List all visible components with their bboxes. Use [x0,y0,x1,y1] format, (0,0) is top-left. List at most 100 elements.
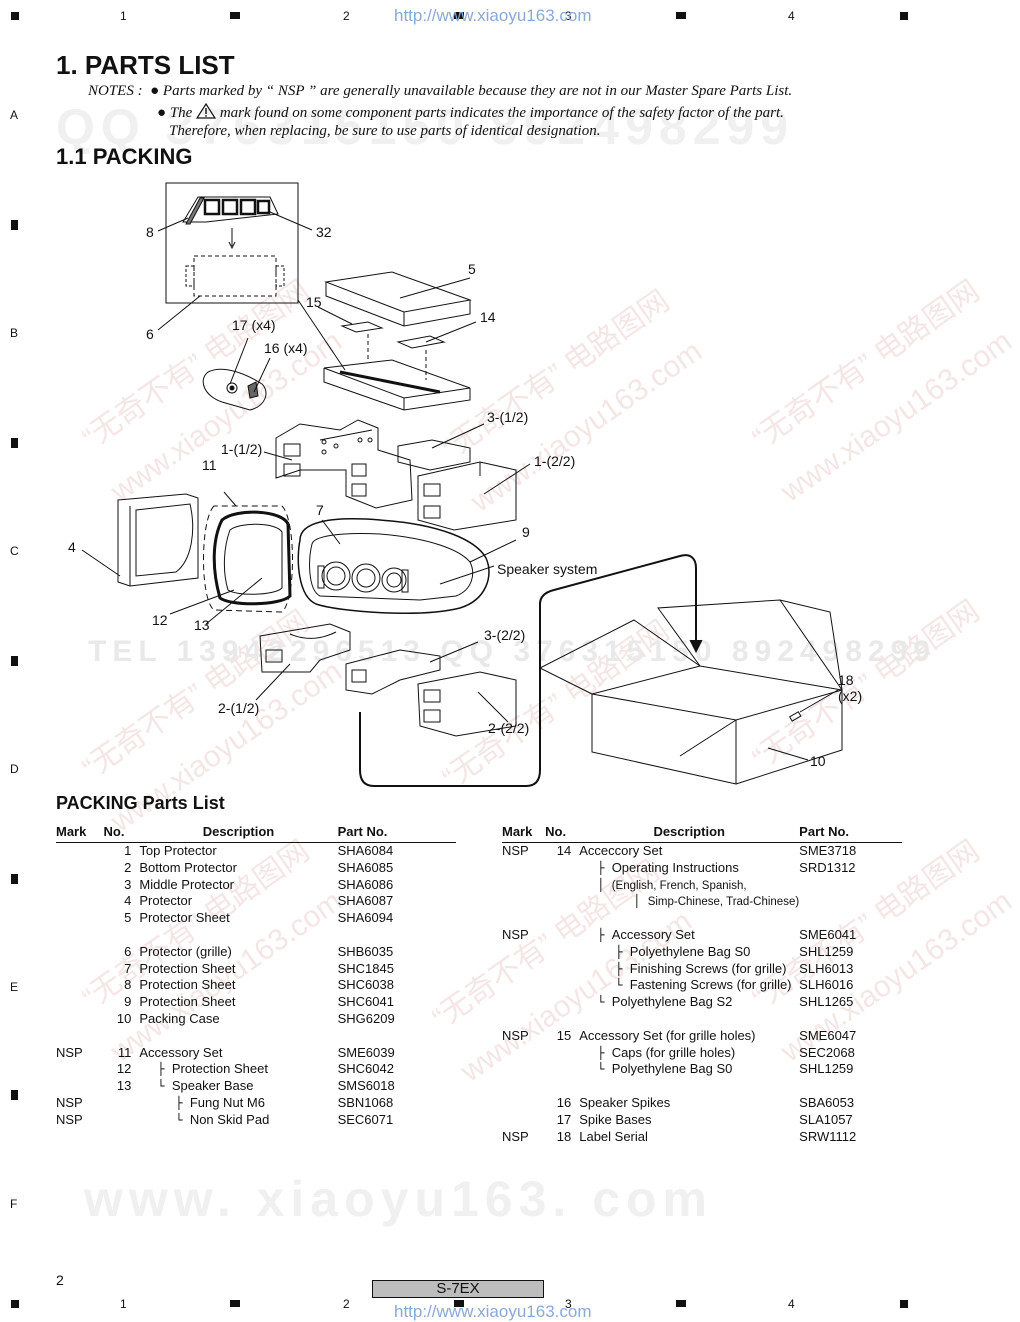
cell-part: SHL1265 [799,994,902,1011]
cell-desc: │ Simp-Chinese, Trad-Chinese) [579,893,799,910]
cell-no: 15 [545,1028,579,1045]
cell-text: SME6047 [799,1027,857,1043]
cell-mark [502,893,545,910]
column-number: 1 [120,1297,127,1311]
cell-part: SHB6035 [338,944,456,961]
cell-desc: Packing Case [139,1011,337,1028]
cell-no: 2 [104,860,140,877]
watermark-qq: QQ 376315150 892498299 [56,99,795,155]
cell-desc: Protector [139,893,337,910]
cell-desc: Top Protector [139,843,337,860]
cell-text: Protection Sheet [139,994,236,1010]
cell-desc: Middle Protector [139,877,337,894]
cell-mark [502,910,545,927]
row-letter: D [10,762,19,776]
registration-mark [11,12,19,20]
cell-mark [56,961,104,978]
cell-text: 5 [124,910,132,926]
cell-text: Accessory Set [611,926,695,942]
cell-desc: └ Speaker Base [139,1078,337,1095]
registration-mark [454,12,464,19]
protector-grille-6 [193,255,277,297]
watermark-bottom: www. xiaoyu163. com [84,1171,714,1227]
cell-mark [502,1112,545,1129]
cell-text: Operating Instructions [611,859,739,875]
column-number: 3 [565,9,572,23]
cell-no [545,977,579,994]
col-mark: Mark [502,822,546,843]
col-mark: Mark [56,822,104,843]
cell-desc: ├ Polyethylene Bag S0 [579,944,799,961]
label-17: 17 (x4) [232,317,276,333]
cell-text: NSP [502,843,529,858]
tree-branch-glyph: ├ [157,1062,172,1077]
label-12: 12 [152,612,168,628]
cell-desc: └ Polyethylene Bag S2 [579,994,799,1011]
label-5: 5 [468,261,476,277]
label-6: 6 [146,326,154,342]
packing-diagram [81,182,843,787]
note-line-3: Therefore, when replacing, be sure to us… [169,123,601,139]
registration-mark [230,12,240,19]
cell-desc [579,910,799,927]
section-title: 1.1 PACKING [56,144,193,169]
cell-mark [56,860,104,877]
page-number: 2 [56,1272,64,1288]
cell-part: SRW1112 [799,1129,902,1146]
cell-part: SHC6041 [338,994,456,1011]
cell-no [545,1045,579,1062]
cell-no [545,927,579,944]
cell-text: 18 [556,1128,572,1144]
cell-no [545,910,579,927]
cell-text: SRW1112 [799,1128,857,1144]
registration-mark [676,1300,686,1307]
cell-text: SHB6035 [337,943,394,959]
cell-no [104,1112,140,1129]
cell-desc: └ Polyethylene Bag S0 [579,1061,799,1078]
header-url: http://www.xiaoyu163.com [394,6,592,25]
cell-text: SHC1845 [337,960,394,976]
cell-part [338,1028,456,1045]
registration-mark [900,1300,908,1308]
label-15: 15 [306,294,322,310]
cell-mark [502,944,545,961]
cell-mark [502,1095,545,1112]
registration-mark [676,12,686,19]
cell-part: SHA6094 [338,910,456,927]
cell-part [799,1078,902,1095]
table-row [502,910,902,927]
cell-mark: NSP [502,1129,545,1146]
label-10: 10 [810,753,826,769]
cell-text: SBN1068 [337,1094,394,1110]
cell-no: 16 [545,1095,579,1112]
cell-mark [502,877,545,894]
cell-part: SLH6013 [799,961,902,978]
cell-text: 8 [124,977,132,993]
cell-mark [502,961,545,978]
registration-mark [230,1300,240,1307]
cell-desc: Accessory Set [139,1045,337,1062]
label-1-1: 1-(1/2) [221,441,263,457]
label-11: 11 [202,457,217,473]
cell-text: SME3718 [799,843,857,858]
cell-text: NSP [56,1094,83,1110]
cell-text: Protector [139,893,193,909]
col-no: No. [103,822,140,843]
cell-no: 4 [104,893,140,910]
cell-desc: ├ Protection Sheet [139,1061,337,1078]
cell-mark: NSP [56,1112,104,1129]
cell-part: SBA6053 [799,1095,902,1112]
cell-desc [579,1011,799,1028]
col-description: Description [139,822,338,843]
cell-desc: │ (English, French, Spanish, [579,877,799,894]
cell-no: 12 [104,1061,140,1078]
cell-no [104,1028,140,1045]
